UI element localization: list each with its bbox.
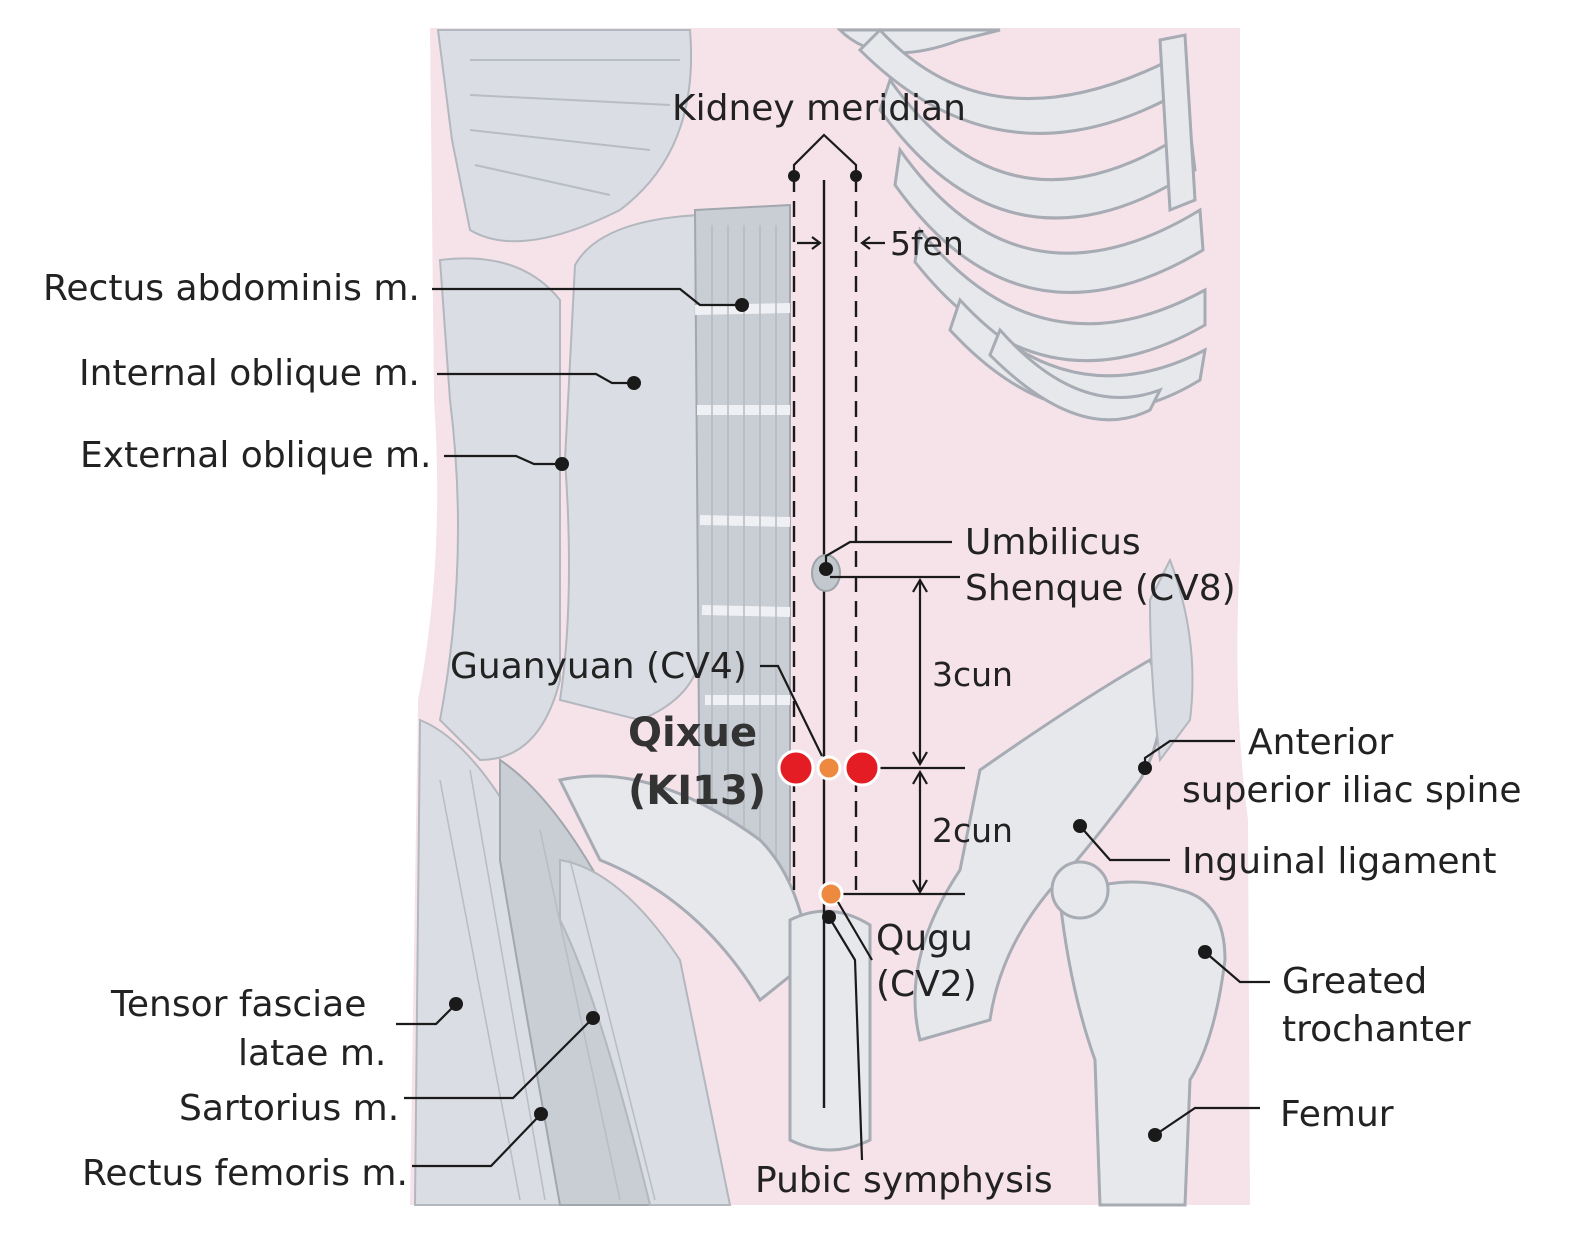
qixue-label: Qixue: [628, 710, 757, 756]
qixue-code-label: (KI13): [628, 768, 766, 814]
lower-left-leaders: [396, 997, 600, 1168]
guanyuan-leader: [760, 664, 823, 757]
shenque-label: Shenque (CV8): [965, 568, 1236, 609]
external-oblique-shape: [438, 257, 561, 762]
thigh-muscles: [413, 718, 732, 1206]
rectus-abdominis-label: Rectus abdominis m.: [43, 268, 420, 309]
guanyuan-label: Guanyuan (CV4): [450, 646, 747, 687]
left-leaders: [432, 287, 749, 471]
right-flank: [1148, 557, 1194, 763]
five-fen-marker: [797, 236, 885, 250]
asis-label-line2: superior iliac spine: [1182, 770, 1522, 811]
pelvis: [557, 657, 1162, 1152]
inguinal-leader: [1079, 825, 1170, 862]
left-chest-muscles: [436, 29, 693, 243]
qugu-label-line1: Qugu: [876, 918, 973, 959]
five-fen-label: 5fen: [890, 224, 964, 263]
pubic-symphysis-label: Pubic symphysis: [755, 1160, 1053, 1201]
kidney-meridian-label: Kidney meridian: [672, 88, 966, 129]
kidney-meridian-lines: [788, 133, 862, 1108]
umbilicus-label: Umbilicus: [965, 522, 1141, 563]
qixue-point-right: [843, 749, 881, 787]
femur-shape: [1050, 860, 1227, 1207]
guanyuan-point: [816, 755, 842, 781]
rectus-femoris-label: Rectus femoris m.: [82, 1153, 408, 1194]
femur-leader: [1154, 1106, 1260, 1136]
tensor-label-line1: Tensor fasciae: [110, 984, 366, 1025]
two-cun-label: 2cun: [932, 811, 1013, 850]
umbilicus-leaders: [811, 540, 960, 592]
internal-oblique-label: Internal oblique m.: [79, 353, 420, 394]
inguinal-label: Inguinal ligament: [1182, 841, 1497, 882]
sartorius-label: Sartorius m.: [179, 1088, 399, 1129]
femur-label: Femur: [1280, 1094, 1394, 1135]
qugu-point: [818, 881, 844, 907]
trochanter-label-line2: trochanter: [1282, 1009, 1471, 1050]
external-oblique-label: External oblique m.: [80, 435, 431, 476]
internal-oblique-shape: [558, 213, 701, 722]
three-cun-label: 3cun: [932, 655, 1013, 694]
qugu-leader: [837, 901, 873, 961]
rib-cage: [836, 27, 1207, 422]
tensor-label-line2: latae m.: [238, 1033, 386, 1074]
trochanter-label-line1: Greated: [1282, 961, 1427, 1002]
trochanter-leader: [1204, 951, 1270, 984]
qugu-label-line2: (CV2): [876, 964, 977, 1005]
asis-label-line1: Anterior: [1248, 722, 1394, 763]
pubic-leader: [828, 916, 864, 1161]
qixue-point-left: [777, 749, 815, 787]
